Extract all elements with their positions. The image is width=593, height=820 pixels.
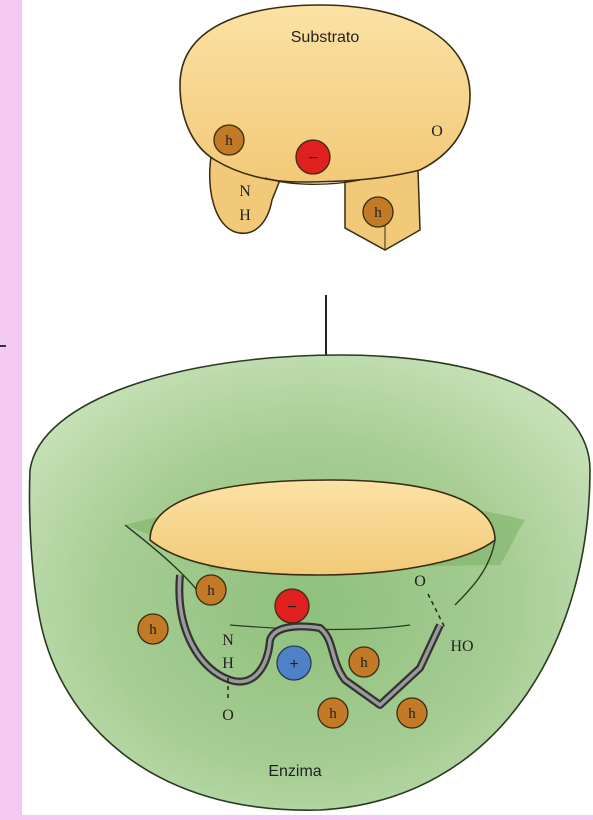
substrate-label: Substrato [291,29,360,46]
oxygen-label: O [222,707,234,724]
nitrogen-label: N [239,183,251,200]
hydrophobic-label: h [360,655,368,671]
hydrophobic-label: h [329,706,337,722]
enzyme-label: Enzima [268,763,321,780]
hydrophobic-label: h [374,205,382,221]
margin-dash [0,345,6,347]
hydrophobic-label: h [225,133,233,149]
hydrogen-label: H [222,655,234,672]
hydrogen-label: H [239,207,251,224]
positive-sign: + [289,656,298,673]
hydrophobic-label: h [408,706,416,722]
nitrogen-label: N [222,632,234,649]
oxygen-label: O [431,123,443,140]
hydroxyl-label: HO [450,638,473,655]
bound-substrate [150,480,495,575]
oxygen-label: O [414,573,426,590]
negative-sign: − [287,599,296,616]
negative-sign: − [308,150,317,167]
hydrophobic-label: h [149,622,157,638]
hydrophobic-label: h [207,583,215,599]
